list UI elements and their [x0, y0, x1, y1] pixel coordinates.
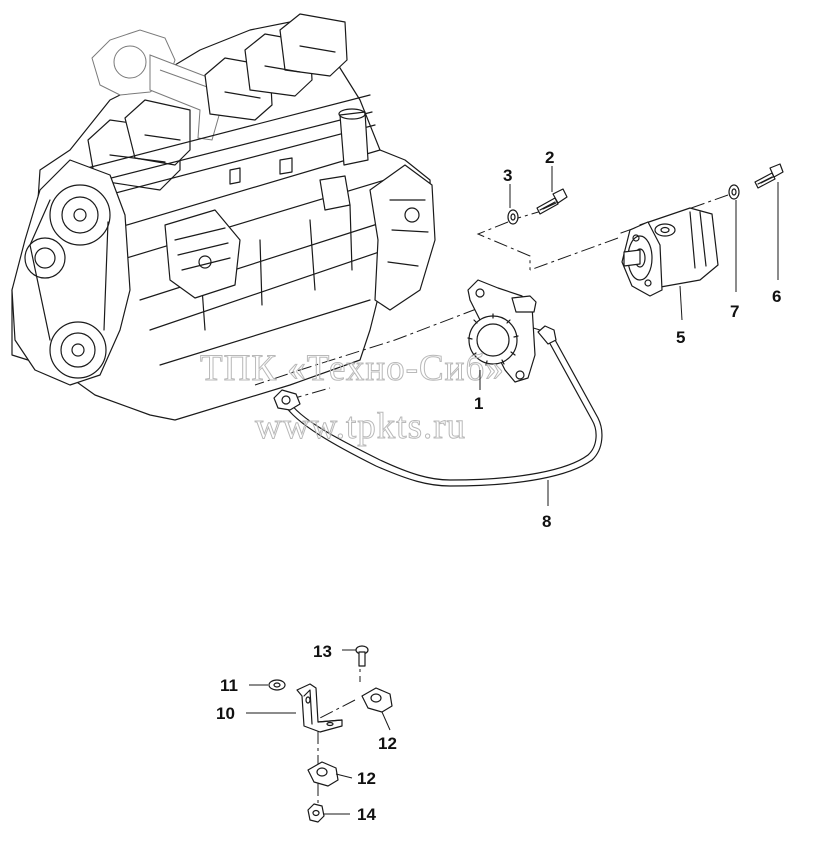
- part-12-clamp-lower: [307, 761, 339, 787]
- callout-5: 5: [676, 328, 685, 347]
- callout-2: 2: [545, 148, 554, 167]
- part-14-nut: [307, 803, 325, 823]
- callout-14: 14: [357, 805, 376, 824]
- callout-1: 1: [474, 394, 483, 413]
- part-3-washer: [507, 209, 519, 225]
- callout-12-upper: 12: [378, 734, 397, 753]
- callout-12-lower: 12: [357, 769, 376, 788]
- part-7-washer: [728, 184, 740, 200]
- callout-11: 11: [220, 676, 238, 695]
- callout-6: 6: [772, 287, 781, 306]
- watermark: ТПК «Техно-Сиб» www.tpkts.ru: [200, 348, 505, 448]
- part-12-clamp-upper: [361, 687, 393, 713]
- part-11-washer: [268, 679, 286, 691]
- watermark-company: ТПК «Техно-Сиб»: [200, 348, 505, 389]
- part-10-bracket: [296, 683, 343, 733]
- part-5-hydraulic-pump: [621, 207, 719, 297]
- callout-8: 8: [542, 512, 551, 531]
- callout-10: 10: [216, 704, 235, 723]
- part-1-drive-gear-flange: [467, 279, 537, 383]
- callouts: 3 2 1 5 6 7 8 13 11 10 12 12 14: [216, 148, 781, 824]
- watermark-url: www.tpkts.ru: [255, 406, 466, 447]
- callout-3: 3: [503, 166, 512, 185]
- callout-13: 13: [313, 642, 332, 661]
- part-13-bolt: [355, 645, 369, 667]
- engine-block: [11, 13, 436, 421]
- callout-7: 7: [730, 302, 739, 321]
- part-8-tube: [273, 325, 603, 487]
- part-2-bolt: [536, 188, 568, 215]
- part-6-bolt: [754, 163, 784, 189]
- leader-lines: [246, 166, 779, 815]
